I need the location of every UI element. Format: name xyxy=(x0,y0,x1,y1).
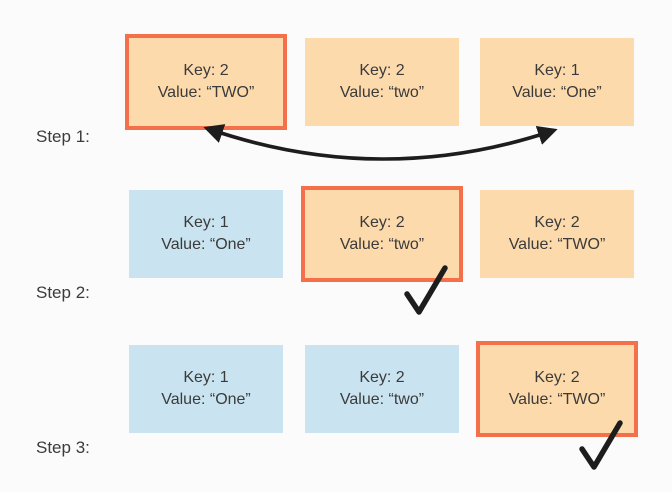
box-value-text: Value: “One” xyxy=(161,236,251,253)
step2-box3: Key: 2 Value: “TWO” xyxy=(480,190,634,278)
box-value-text: Value: “two” xyxy=(339,84,425,101)
step2-box1: Key: 1 Value: “One” xyxy=(129,190,283,278)
step2-box2: Key: 2 Value: “two” xyxy=(301,186,463,282)
box-key-text: Key: 1 xyxy=(183,214,229,231)
box-key-text: Key: 2 xyxy=(534,369,580,386)
step3-box3: Key: 2 Value: “TWO” xyxy=(476,341,638,437)
box-value-text: Value: “One” xyxy=(512,84,602,101)
step-2-label: Step 2: xyxy=(36,283,90,302)
checkmark-icon xyxy=(579,420,623,470)
box-key-text: Key: 1 xyxy=(534,62,580,79)
box-value-text: Value: “two” xyxy=(339,236,425,253)
step1-box1: Key: 2 Value: “TWO” xyxy=(125,34,287,130)
box-value-text: Value: “TWO” xyxy=(508,236,606,253)
step1-box2: Key: 2 Value: “two” xyxy=(305,38,459,126)
step1-box3: Key: 1 Value: “One” xyxy=(480,38,634,126)
box-key-text: Key: 2 xyxy=(359,369,405,386)
step3-box1: Key: 1 Value: “One” xyxy=(129,345,283,433)
box-value-text: Value: “two” xyxy=(339,391,425,408)
box-key-text: Key: 2 xyxy=(359,62,405,79)
box-key-text: Key: 2 xyxy=(534,214,580,231)
checkmark-icon xyxy=(404,265,448,315)
box-key-text: Key: 2 xyxy=(183,62,229,79)
box-key-text: Key: 2 xyxy=(359,214,405,231)
box-value-text: Value: “TWO” xyxy=(157,84,255,101)
step3-box2: Key: 2 Value: “two” xyxy=(305,345,459,433)
box-value-text: Value: “One” xyxy=(161,391,251,408)
swap-arrow-icon xyxy=(203,124,558,161)
box-key-text: Key: 1 xyxy=(183,369,229,386)
step-1-label: Step 1: xyxy=(36,127,90,146)
step-3-label: Step 3: xyxy=(36,438,90,457)
box-value-text: Value: “TWO” xyxy=(508,391,606,408)
